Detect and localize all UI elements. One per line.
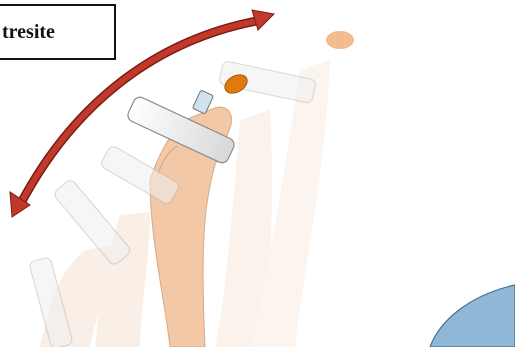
label-box: tresite xyxy=(0,4,116,60)
arrow-head-end xyxy=(252,10,274,30)
ghost-cap xyxy=(326,31,354,49)
sleeve xyxy=(430,285,515,347)
label-text: tresite xyxy=(2,21,55,44)
